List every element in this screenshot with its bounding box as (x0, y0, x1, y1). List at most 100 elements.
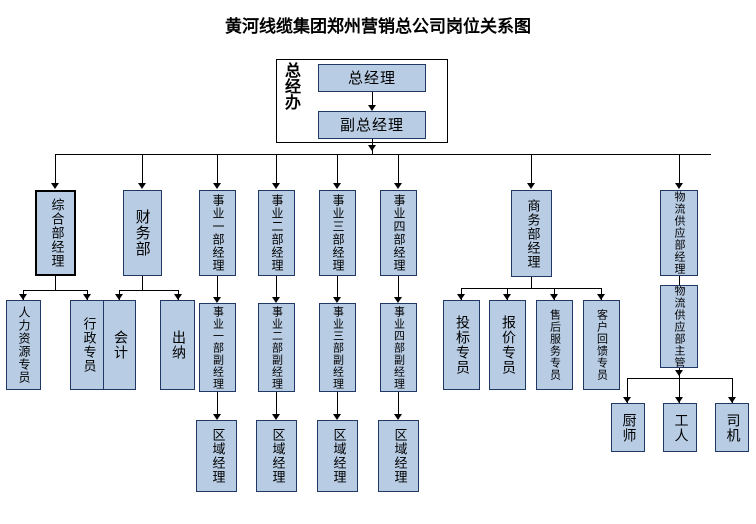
connector-bus-to-dept-4 (276, 154, 277, 184)
node-regional-manager-3[interactable]: 区域经理 (196, 420, 237, 492)
connector-dept-8-child-3 (732, 378, 733, 403)
arrowhead-dept-8 (675, 183, 683, 189)
arrowhead-dept-7 (527, 183, 535, 189)
arrowhead-dept-8-child-1 (623, 397, 631, 403)
node-deputy-3[interactable]: 事业一部副经理 (199, 303, 236, 392)
arrowhead-dept-4 (272, 183, 280, 189)
node-staff-customer-feedback-specialist[interactable]: 客户回馈专员 (583, 300, 620, 390)
node-staff-admin-specialist[interactable]: 行政专员 (70, 300, 105, 390)
arrowhead-deputy-gm (368, 105, 376, 111)
node-staff-bidding-specialist[interactable]: 投标专员 (443, 300, 480, 390)
node-dept-head-2[interactable]: 财务部 (123, 190, 162, 276)
connector-dept-5-to-regional (337, 392, 338, 417)
arrowhead-dept-3 (213, 183, 221, 189)
arrowhead-dept-2 (138, 183, 146, 189)
arrowhead-dept-5 (333, 183, 341, 189)
connector-bus-to-dept-1 (55, 154, 56, 184)
node-staff-aftersales-specialist-label: 售后服务专员 (548, 309, 562, 381)
node-deputy-5-label: 事业三部副经理 (331, 305, 345, 390)
connector-dept-7-bar (461, 288, 601, 289)
connector-dept-4-to-regional (276, 392, 277, 417)
node-deputy-6[interactable]: 事业四部副经理 (380, 303, 417, 392)
page-title: 黄河线缆集团郑州营销总公司岗位关系图 (225, 17, 531, 37)
connector-main-bus (55, 154, 711, 155)
node-staff-cashier[interactable]: 出纳 (160, 300, 195, 390)
node-general-manager[interactable]: 总经理 (318, 64, 426, 92)
connector-dept-5-to-deputy (337, 276, 338, 298)
connector-dept-8-child-2 (679, 378, 680, 403)
connector-bus-to-dept-6 (398, 154, 399, 184)
connector-dept-3-to-regional (217, 392, 218, 417)
node-logistics-supervisor[interactable]: 物流供应部主管 (660, 285, 698, 368)
node-logistics-supervisor-label: 物流供应部主管 (672, 285, 686, 368)
connector-bus-to-dept-5 (337, 154, 338, 184)
arrowhead-dept-8-child-3 (728, 397, 736, 403)
arrowhead-dept-1 (51, 183, 59, 189)
connector-gm-to-deputy (372, 92, 373, 108)
node-regional-manager-5[interactable]: 区域经理 (317, 420, 358, 492)
node-deputy-5[interactable]: 事业三部副经理 (319, 303, 356, 392)
node-dept-head-2-label: 财务部 (133, 209, 152, 257)
arrowhead-dept-7-child-1 (457, 294, 465, 300)
node-staff-driver-label: 司机 (724, 412, 741, 443)
node-staff-quotation-specialist[interactable]: 报价专员 (489, 300, 526, 390)
arrowhead-dept-1-child-2 (83, 294, 91, 300)
node-staff-driver[interactable]: 司机 (715, 403, 749, 452)
node-dept-head-6[interactable]: 事业四部经理 (380, 190, 417, 276)
connector-dept-2-bar (119, 290, 178, 291)
node-regional-manager-6[interactable]: 区域经理 (378, 420, 419, 492)
arrowhead-dept-3-deputy (213, 297, 221, 303)
node-staff-hr-specialist[interactable]: 人力资源专员 (6, 300, 41, 390)
node-deputy-3-label: 事业一部副经理 (211, 305, 225, 390)
node-staff-admin-specialist-label: 行政专员 (80, 317, 96, 373)
arrowhead-dept-6-deputy (394, 297, 402, 303)
general-manager-office-text: 总经办 (282, 62, 301, 110)
arrowhead-dept-8-stem (675, 370, 683, 376)
node-dept-head-1-label: 综合部经理 (48, 198, 64, 268)
arrowhead-dept-8-child-2 (675, 397, 683, 403)
arrowhead-dept-6 (394, 183, 402, 189)
arrowhead-dept-3-regional (213, 414, 221, 420)
general-manager-office-label: 总经办 (282, 62, 309, 140)
node-dept-head-4[interactable]: 事业二部经理 (258, 190, 295, 276)
connector-dept-8-to-supervisor (679, 276, 680, 285)
connector-dept-4-to-deputy (276, 276, 277, 298)
node-regional-manager-4-label: 区域经理 (269, 428, 285, 484)
connector-dept-3-to-deputy (217, 276, 218, 298)
arrowhead-dept-7-child-2 (503, 294, 511, 300)
node-staff-accountant[interactable]: 会计 (103, 300, 136, 390)
node-staff-worker-label: 工人 (672, 412, 689, 443)
connector-bus-to-dept-3 (217, 154, 218, 184)
node-staff-quotation-specialist-label: 报价专员 (500, 315, 517, 375)
connector-bus-to-dept-2 (142, 154, 143, 184)
node-staff-chef[interactable]: 厨师 (611, 403, 645, 452)
node-regional-manager-4[interactable]: 区域经理 (256, 420, 297, 492)
node-dept-head-5[interactable]: 事业三部经理 (319, 190, 356, 276)
node-staff-aftersales-specialist[interactable]: 售后服务专员 (536, 300, 573, 390)
node-dept-head-3[interactable]: 事业一部经理 (199, 190, 236, 276)
node-dept-head-5-label: 事业三部经理 (330, 194, 345, 272)
node-general-manager-label: 总经理 (347, 68, 396, 87)
node-dept-head-3-label: 事业一部经理 (210, 194, 225, 272)
node-dept-head-7-label: 商务部经理 (524, 198, 540, 269)
arrowhead-dept-5-deputy (333, 297, 341, 303)
node-deputy-general-manager-label: 副总经理 (339, 115, 404, 134)
node-dept-head-8[interactable]: 物流供应部经理 (660, 190, 698, 276)
arrowhead-dept-6-regional (394, 414, 402, 420)
node-dept-head-8-label: 物流供应部经理 (672, 191, 686, 275)
connector-dept-6-to-deputy (398, 276, 399, 298)
node-dept-head-6-label: 事业四部经理 (391, 194, 406, 272)
node-deputy-general-manager[interactable]: 副总经理 (318, 111, 426, 139)
node-dept-head-1[interactable]: 综合部经理 (35, 190, 76, 276)
node-dept-head-4-label: 事业二部经理 (269, 194, 284, 272)
node-deputy-4[interactable]: 事业二部副经理 (258, 303, 295, 392)
node-dept-head-7[interactable]: 商务部经理 (511, 190, 552, 277)
arrowhead-dept-5-regional (333, 414, 341, 420)
node-staff-bidding-specialist-label: 投标专员 (454, 315, 471, 375)
node-staff-chef-label: 厨师 (620, 412, 637, 443)
connector-bus-to-dept-8 (679, 154, 680, 184)
node-regional-manager-6-label: 区域经理 (391, 428, 407, 484)
connector-dept-8-child-1 (627, 378, 628, 403)
node-staff-worker[interactable]: 工人 (663, 403, 697, 452)
